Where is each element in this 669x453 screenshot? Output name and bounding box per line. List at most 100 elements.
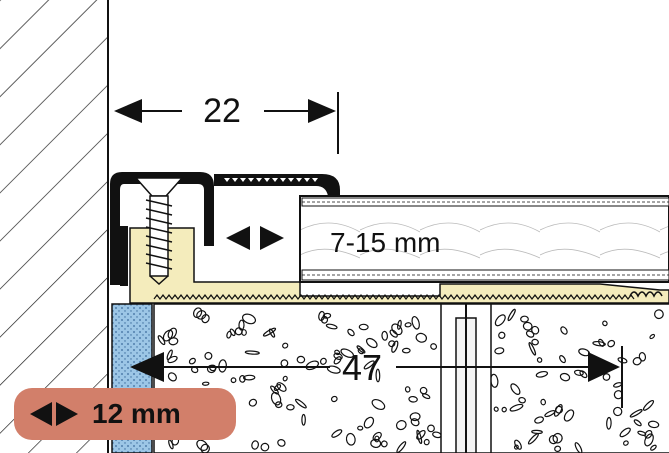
pebble [518, 396, 526, 404]
pebble [419, 386, 428, 395]
pebble [531, 338, 539, 346]
pebble [602, 373, 611, 381]
pebble [540, 398, 547, 406]
pebble [404, 322, 412, 328]
pebble [563, 409, 575, 422]
pebble [501, 406, 507, 413]
pebble [598, 338, 605, 347]
pebble [573, 369, 584, 376]
pebble [427, 424, 435, 433]
pebble [318, 310, 326, 322]
pebble [494, 314, 506, 327]
dimension-floor-thickness: 7-15 mm [226, 226, 440, 258]
pebble [270, 385, 279, 395]
pebble [513, 444, 519, 450]
pebble [370, 438, 382, 449]
screw [134, 177, 184, 286]
pebble [375, 368, 381, 383]
pebble [201, 314, 210, 324]
dimension-22-label: 22 [203, 92, 241, 130]
pebble [411, 315, 420, 330]
pebble [409, 412, 421, 422]
pebble [606, 416, 612, 430]
dimension-22: 22 [114, 92, 339, 154]
serrated-base [153, 294, 635, 300]
pebble [356, 345, 366, 354]
pebble [345, 432, 356, 446]
pebble [331, 429, 343, 438]
pebble [268, 328, 276, 338]
pebble [507, 308, 516, 322]
pebble [654, 309, 664, 320]
pebble [415, 332, 428, 343]
pebble [244, 350, 260, 355]
pebble [286, 404, 295, 411]
pebble [650, 444, 657, 451]
pebble [358, 323, 369, 331]
wall-hatched [0, 0, 109, 453]
pebble [554, 445, 562, 453]
pebble [248, 398, 258, 407]
pebble [613, 406, 623, 417]
pebble [522, 321, 533, 331]
pebble [241, 313, 257, 325]
pebble [238, 319, 245, 331]
pebble [633, 419, 642, 427]
pebble [381, 330, 389, 341]
pebble [206, 364, 217, 374]
pebble [357, 425, 364, 431]
pebble [548, 435, 559, 445]
pebble [294, 398, 307, 409]
pebble [644, 429, 653, 439]
pebble [204, 351, 213, 360]
pebble [528, 342, 537, 356]
pebble [363, 360, 375, 370]
pebble [365, 337, 378, 349]
pebble [509, 403, 524, 412]
pebble [527, 433, 539, 445]
anchor-dowel [440, 284, 492, 453]
pebble [520, 315, 529, 323]
pebble [514, 439, 522, 450]
pebble [647, 420, 660, 429]
concrete-screed [153, 303, 669, 453]
pebble [642, 399, 655, 411]
pebble [637, 430, 647, 436]
pebble [423, 438, 430, 446]
pebble [535, 370, 549, 378]
pebble [388, 340, 396, 348]
floor-thickness-label: 7-15 mm [330, 227, 440, 258]
pebble [430, 343, 438, 350]
pebble [371, 398, 386, 411]
pebble [510, 383, 521, 395]
pebble [629, 409, 643, 418]
pebble [391, 323, 403, 336]
pebble [494, 347, 505, 355]
pebble [192, 307, 203, 319]
pebble [167, 355, 178, 364]
pebble [649, 333, 656, 340]
pebble [623, 440, 629, 446]
adhesive-bed [129, 227, 669, 304]
pebble [168, 337, 179, 346]
pebble [416, 429, 426, 440]
pebble [404, 386, 411, 393]
pebble [260, 442, 270, 452]
pebble [579, 370, 588, 379]
pebble [632, 357, 642, 366]
pebble [559, 372, 571, 382]
pebble [560, 326, 568, 335]
pebble [421, 393, 431, 400]
pebble [408, 395, 418, 403]
pebble [410, 418, 420, 427]
pebble [325, 323, 338, 330]
pebble [525, 330, 535, 338]
pebble [602, 320, 608, 327]
pebble [363, 416, 375, 429]
pebble [544, 410, 556, 418]
pebble [234, 327, 243, 336]
pebble [282, 342, 289, 349]
pebble [536, 357, 543, 363]
pebble [340, 348, 354, 358]
